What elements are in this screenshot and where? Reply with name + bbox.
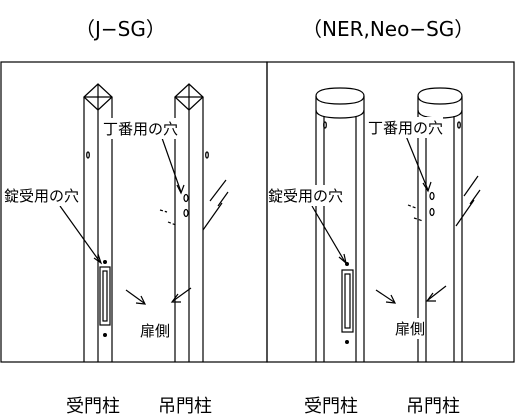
left-receiving-post: [83, 83, 113, 362]
left-hinge-hole-label: 丁番用の穴: [103, 118, 179, 139]
left-arrows: [59, 137, 192, 305]
left-hanging-post-caption: 吊門柱: [158, 396, 212, 417]
right-hinge-hole-label: 丁番用の穴: [368, 117, 444, 138]
right-receiving-post: [315, 87, 365, 362]
left-panel-title: （J−SG）: [75, 17, 166, 41]
left-receiving-post-caption: 受門柱: [66, 396, 120, 417]
left-panel-frame: [0, 61, 268, 363]
left-lock-hole-label: 錠受用の穴: [4, 185, 80, 206]
left-door-side-label: 扉側: [140, 320, 171, 341]
right-hanging-post-caption: 吊門柱: [406, 396, 460, 417]
right-panel-title: （NER,Neo−SG）: [302, 17, 475, 41]
right-lock-hole-label: 錠受用の穴: [268, 185, 344, 206]
right-panel-frame: [266, 61, 515, 363]
right-door-side-label: 扉側: [395, 318, 426, 339]
left-hanging-post: [159, 83, 229, 362]
right-arrows: [311, 135, 447, 304]
right-hanging-post: [407, 87, 481, 362]
right-receiving-post-caption: 受門柱: [304, 396, 358, 417]
